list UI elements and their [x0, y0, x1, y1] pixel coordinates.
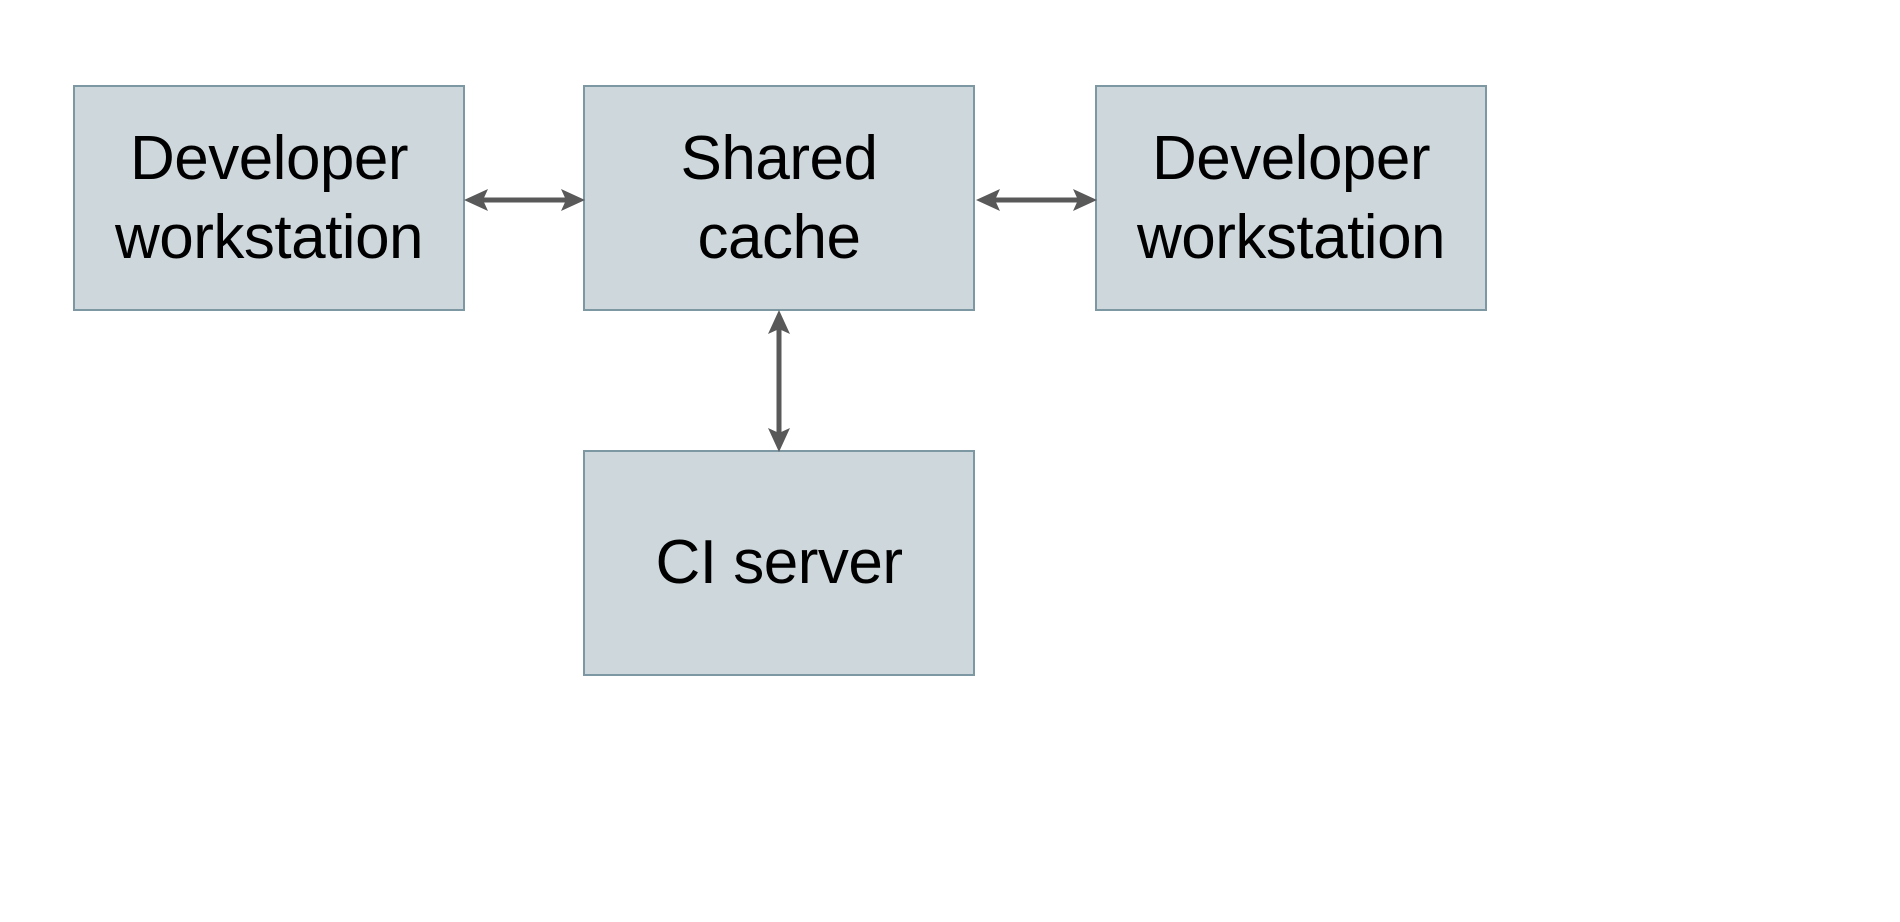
node-ci-server[interactable]: CI server	[583, 450, 975, 676]
node-developer-workstation-left[interactable]: Developer workstation	[73, 85, 465, 311]
node-shared-cache[interactable]: Shared cache	[583, 85, 975, 311]
node-label: Shared cache	[680, 123, 878, 272]
double-arrow-icon	[464, 189, 585, 211]
node-label: CI server	[655, 528, 903, 598]
node-developer-workstation-right[interactable]: Developer workstation	[1095, 85, 1487, 311]
node-label: Developer workstation	[114, 123, 424, 272]
edge-dev-left-to-shared-cache	[462, 170, 587, 230]
edge-shared-cache-to-dev-right	[972, 170, 1099, 230]
double-arrow-icon	[768, 310, 790, 452]
edge-shared-cache-to-ci-server	[749, 308, 809, 454]
node-label: Developer workstation	[1136, 123, 1446, 272]
double-arrow-icon	[976, 189, 1097, 211]
